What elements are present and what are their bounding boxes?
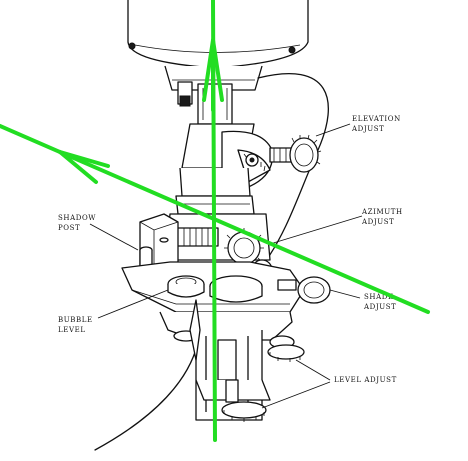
cable xyxy=(257,73,329,263)
green-arrowhead xyxy=(202,38,224,112)
label-elevation-line2: ADJUST xyxy=(351,125,384,133)
label-bubble-level: BUBBLE LEVEL xyxy=(58,316,93,334)
label-level-adjust: LEVEL ADJUST xyxy=(334,376,397,384)
label-shade-line2: ADJUST xyxy=(363,303,396,311)
label-shade-adjust: SHADE ADJUST xyxy=(363,293,396,311)
label-azimuth-adjust: AZIMUTH ADJUST xyxy=(361,208,403,226)
green-diagonal-arrowhead xyxy=(58,150,110,184)
cable-lower xyxy=(94,329,201,451)
label-shade-line1: SHADE xyxy=(364,293,394,301)
clamp-base xyxy=(159,299,305,422)
leader-lines xyxy=(89,123,363,409)
label-shadow-post: SHADOW POST xyxy=(58,214,96,232)
label-level-line1: LEVEL ADJUST xyxy=(334,376,397,384)
label-elevation-adjust: ELEVATION ADJUST xyxy=(351,115,401,133)
label-shadow-line1: SHADOW xyxy=(58,214,96,222)
label-bubble-line2: LEVEL xyxy=(58,326,86,334)
label-azimuth-line1: AZIMUTH xyxy=(361,208,403,216)
label-elevation-line1: ELEVATION xyxy=(352,115,401,123)
label-azimuth-line2: ADJUST xyxy=(361,218,394,226)
green-overlay xyxy=(0,0,430,442)
label-bubble-line1: BUBBLE xyxy=(58,316,93,324)
label-shadow-line2: POST xyxy=(58,224,80,232)
instrument-housing xyxy=(127,0,309,69)
base-plate xyxy=(121,261,331,313)
